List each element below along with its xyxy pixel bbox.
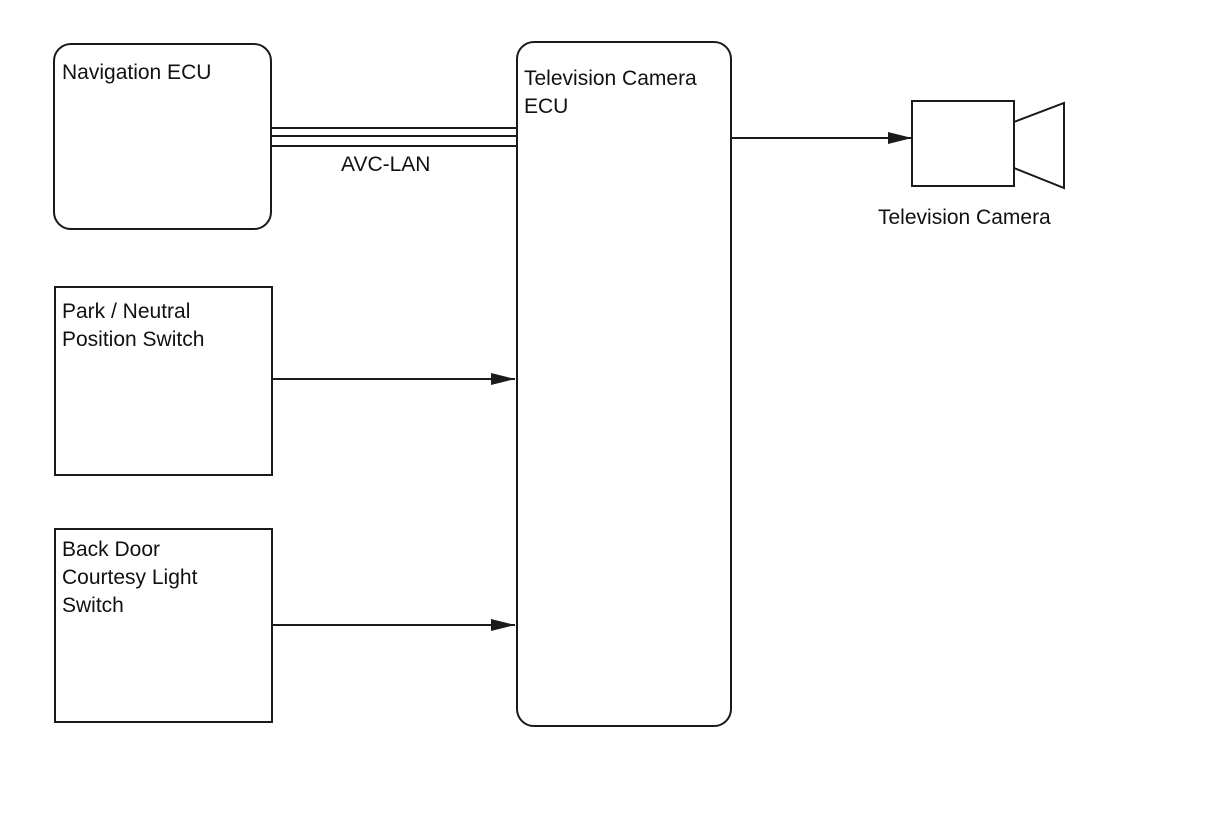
navigation-ecu-box: Navigation ECU: [53, 43, 272, 230]
tv-camera-ecu-label: Television Camera ECU: [524, 67, 697, 118]
avc-lan-bus: [272, 127, 516, 147]
avc-lan-label: AVC-LAN: [341, 153, 431, 176]
tv-camera-label: Television Camera: [878, 206, 1051, 229]
navigation-ecu-label: Navigation ECU: [62, 61, 212, 84]
back-door-switch-box: Back Door Courtesy Light Switch: [54, 528, 273, 723]
tv-camera-ecu-box: Television Camera ECU: [516, 41, 732, 727]
park-neutral-switch-label: Park / Neutral Position Switch: [62, 300, 205, 351]
camera-icon: [911, 100, 1065, 190]
back-door-switch-label: Back Door Courtesy Light Switch: [62, 538, 198, 617]
park-neutral-switch-box: Park / Neutral Position Switch: [54, 286, 273, 476]
